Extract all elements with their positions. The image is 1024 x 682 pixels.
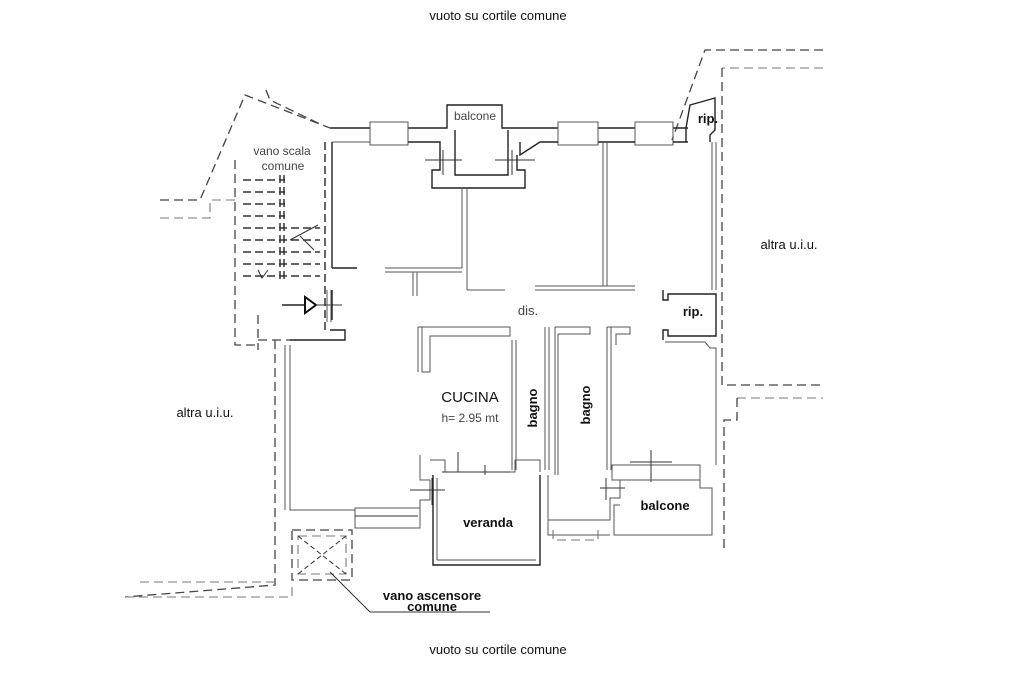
context-dashed-lines [124,49,823,598]
labels: vuoto su cortile comune vuoto su cortile… [176,8,817,657]
room-label-rip-mid: rip. [683,304,703,319]
left-unit-label: altra u.i.u. [176,405,233,420]
room-label-cucina-height: h= 2.95 mt [441,411,499,425]
room-label-veranda: veranda [463,515,514,530]
room-label-rip-top: rip. [698,111,718,126]
room-label-vano-scala: vano scala [253,144,311,158]
room-label-bagno-2: bagno [578,385,593,424]
room-label-balcone-top: balcone [454,109,496,123]
top-label: vuoto su cortile comune [429,8,566,23]
room-label-cucina: CUCINA [441,389,499,406]
stairwell [243,142,326,330]
bottom-label: vuoto su cortile comune [429,642,566,657]
room-label-balcone-bottom: balcone [640,498,689,513]
apartment-walls [284,97,717,613]
room-label-bagno-1: bagno [525,388,540,427]
room-label-ascensore: vano ascensore [383,588,481,603]
room-label-dis: dis. [518,303,538,318]
entrance-arrow-icon [282,290,342,322]
right-unit-label: altra u.i.u. [760,237,817,252]
room-label-ascensore-2: comune [407,599,457,614]
room-label-vano-scala-2: comune [262,159,305,173]
